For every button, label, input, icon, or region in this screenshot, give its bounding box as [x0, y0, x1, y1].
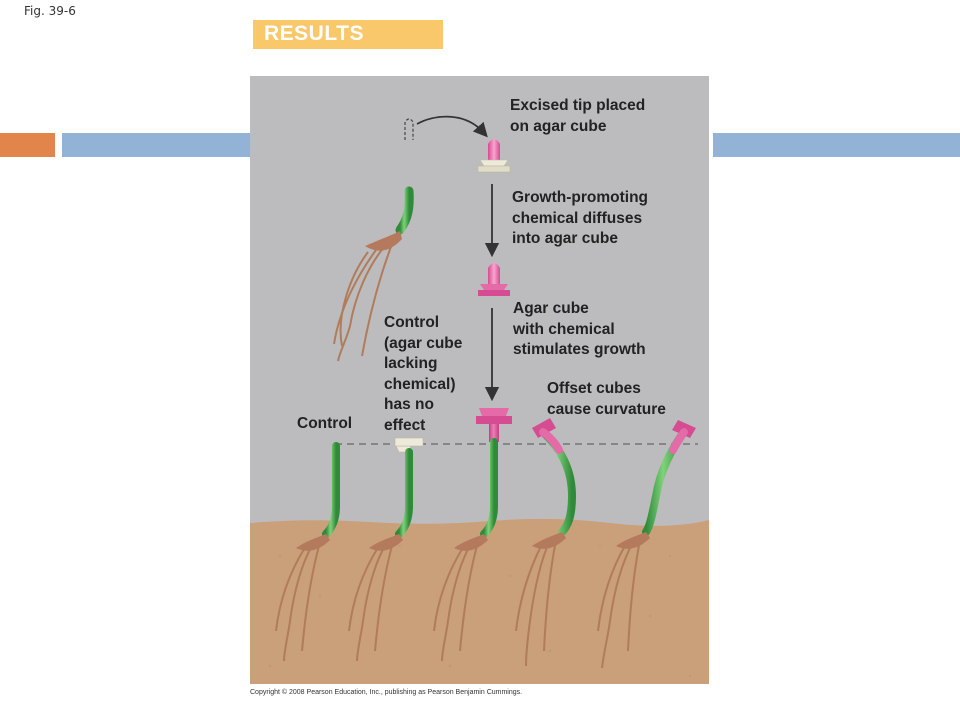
label-chemical-diffuses-line1: Growth-promoting [512, 189, 649, 206]
results-banner: RESULTS [253, 20, 443, 49]
soil-area [250, 518, 709, 684]
seedling-excised [333, 115, 488, 362]
label-control: Control [297, 415, 353, 432]
transfer-arrow [416, 115, 488, 138]
label-chemical-diffuses-line2: chemical diffuses [512, 209, 643, 227]
figure-number: Fig. 39-6 [24, 4, 76, 18]
agar-cube-step2 [478, 263, 510, 296]
soil-texture [268, 544, 692, 678]
label-agar-stimulates-line3: stimulates growth [513, 341, 646, 358]
label-control-agar-line5: has no [384, 396, 434, 413]
label-excised-tip-line2: on agar cube [510, 117, 607, 135]
label-agar-stimulates: Agar cube with chemical stimulates growt… [513, 299, 646, 361]
results-title: RESULTS [264, 22, 364, 45]
label-control-agar-line3: lacking [384, 355, 438, 372]
accent-bar-blue-right [713, 133, 960, 157]
label-control-agar-line4: chemical) [384, 375, 456, 393]
experiment-diagram [250, 76, 709, 684]
copyright-notice: Copyright © 2008 Pearson Education, Inc.… [250, 689, 523, 696]
seedling-offset-1 [515, 418, 577, 667]
seedling-chemical-agar [433, 408, 512, 662]
label-control-agar-line2: (agar cube [384, 334, 463, 352]
label-agar-stimulates-line2: with chemical [513, 320, 615, 338]
seedling-control [275, 442, 340, 662]
label-control-agar: Control (agar cube lacking chemical) has… [384, 313, 462, 436]
seedling-plain-agar [348, 437, 424, 662]
label-offset-cubes: Offset cubes cause curvature [547, 379, 666, 420]
label-chemical-diffuses: Growth-promoting chemical diffuses into … [512, 188, 648, 250]
accent-bar-orange [0, 133, 55, 157]
label-excised-tip: Excised tip placed on agar cube [510, 96, 645, 137]
agar-cube-step1 [477, 139, 511, 173]
seedling-excised-roots [333, 243, 393, 362]
experiment-panel: Excised tip placed on agar cube Growth-p… [250, 76, 709, 684]
label-control-agar-line1: Control [384, 314, 440, 331]
label-excised-tip-line1: Excised tip placed [510, 97, 646, 114]
label-offset-cubes-line1: Offset cubes [547, 380, 641, 397]
label-chemical-diffuses-line3: into agar cube [512, 230, 618, 247]
label-control-agar-line6: effect [384, 416, 426, 434]
label-agar-stimulates-line1: Agar cube [513, 300, 589, 317]
label-offset-cubes-line2: cause curvature [547, 400, 666, 418]
accent-bar-blue-left [62, 133, 250, 157]
seedling-offset-2 [597, 420, 696, 669]
